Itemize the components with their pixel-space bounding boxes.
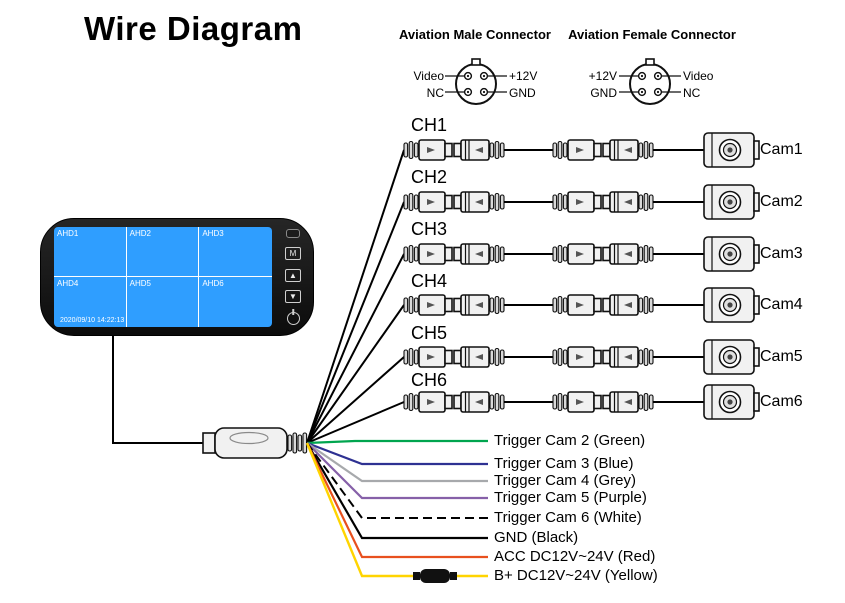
screen-cell-ahd4: AHD4 xyxy=(54,277,127,327)
camera-label-5: Cam5 xyxy=(760,348,803,365)
female-pin-gnd-label: GND xyxy=(590,86,617,100)
screen-cell-ahd3: AHD3 xyxy=(199,227,272,277)
trigger-label-green: Trigger Cam 2 (Green) xyxy=(494,432,646,449)
fuse xyxy=(413,569,457,583)
trigger-label-blue: Trigger Cam 3 (Blue) xyxy=(494,455,634,472)
trigger-wire-purple xyxy=(306,442,488,500)
trigger-label-purple: Trigger Cam 5 (Purple) xyxy=(494,489,647,506)
monitor-cable xyxy=(112,333,203,444)
channel-run-2 xyxy=(306,184,760,444)
channel-label-6: CH6 xyxy=(411,370,448,390)
female-pin-12v-label: +12V xyxy=(588,69,617,83)
trigger-wire-gnd xyxy=(306,442,488,540)
channel-run-1 xyxy=(306,132,760,444)
camera-drawing-3 xyxy=(703,236,760,272)
trigger-label-gnd: GND (Black) xyxy=(494,529,579,546)
camera-label-3: Cam3 xyxy=(760,245,803,262)
channel-label-2: CH2 xyxy=(411,167,448,187)
aviation-male-connector-label: Aviation Male Connector xyxy=(399,27,551,42)
monitor-controls: M ▲ ▼ xyxy=(282,229,304,325)
screen-cell-ahd5: AHD5 xyxy=(127,277,200,327)
up-button: ▲ xyxy=(285,268,301,282)
trigger-label-bplus: B+ DC12V~24V (Yellow) xyxy=(494,567,658,584)
down-button: ▼ xyxy=(285,290,301,304)
cell-label: AHD1 xyxy=(57,229,79,238)
trigger-label-acc: ACC DC12V~24V (Red) xyxy=(494,548,656,565)
cell-label: AHD2 xyxy=(129,229,151,238)
power-icon xyxy=(286,312,300,325)
trigger-wire-white xyxy=(306,442,488,519)
male-pin-video-label: Video xyxy=(413,69,444,83)
screen-timestamp: 2020/09/10 14:22:13 xyxy=(60,317,125,324)
camera-label-2: Cam2 xyxy=(760,193,803,210)
junction-box xyxy=(202,427,308,459)
trigger-label-grey: Trigger Cam 4 (Grey) xyxy=(494,472,636,489)
channel-label-4: CH4 xyxy=(411,271,448,291)
female-pin-video-label: Video xyxy=(683,69,714,83)
cell-label: AHD4 xyxy=(57,279,79,288)
aviation-male-connector-drawing xyxy=(444,58,508,105)
screen-cell-ahd2: AHD2 xyxy=(126,227,200,277)
female-pin-nc-label: NC xyxy=(683,86,701,100)
trigger-label-white: Trigger Cam 6 (White) xyxy=(494,509,642,526)
male-pin-gnd-label: GND xyxy=(509,86,536,100)
channel-label-3: CH3 xyxy=(411,219,448,239)
trigger-wire-blue xyxy=(306,441,488,466)
cell-label: AHD5 xyxy=(129,279,151,288)
camera-label-4: Cam4 xyxy=(760,296,803,313)
screen-cell-ahd6: AHD6 xyxy=(199,277,272,327)
screen-cell-ahd1: AHD1 xyxy=(54,227,127,277)
trigger-wire-grey xyxy=(306,442,488,483)
camera-drawing-2 xyxy=(703,184,760,220)
camera-drawing-1 xyxy=(703,132,760,168)
channel-run-4 xyxy=(306,287,760,444)
trigger-wire-green xyxy=(306,439,488,445)
monitor-screen: AHD1 AHD2 AHD3 AHD4 AHD5 AHD6 2020/09/10… xyxy=(54,227,272,327)
cell-label: AHD3 xyxy=(202,229,224,238)
speaker-icon xyxy=(286,229,300,238)
cell-label: AHD6 xyxy=(202,279,224,288)
channel-label-5: CH5 xyxy=(411,323,448,343)
menu-button: M xyxy=(285,246,301,260)
camera-drawing-6 xyxy=(703,384,760,420)
trigger-wire-red xyxy=(306,442,488,559)
camera-label-6: Cam6 xyxy=(760,393,803,410)
male-pin-nc-label: NC xyxy=(426,86,444,100)
aviation-female-connector-label: Aviation Female Connector xyxy=(568,27,736,42)
channel-run-3 xyxy=(306,236,760,444)
channel-run-6 xyxy=(306,384,760,444)
male-pin-12v-label: +12V xyxy=(509,69,538,83)
channel-label-1: CH1 xyxy=(411,115,448,135)
camera-label-1: Cam1 xyxy=(760,141,803,158)
camera-drawing-4 xyxy=(703,287,760,323)
aviation-female-connector-drawing xyxy=(618,58,682,105)
camera-drawing-5 xyxy=(703,339,760,375)
monitor: AHD1 AHD2 AHD3 AHD4 AHD5 AHD6 2020/09/10… xyxy=(40,218,314,336)
page-title: Wire Diagram xyxy=(84,10,303,47)
channel-run-5 xyxy=(306,339,760,444)
